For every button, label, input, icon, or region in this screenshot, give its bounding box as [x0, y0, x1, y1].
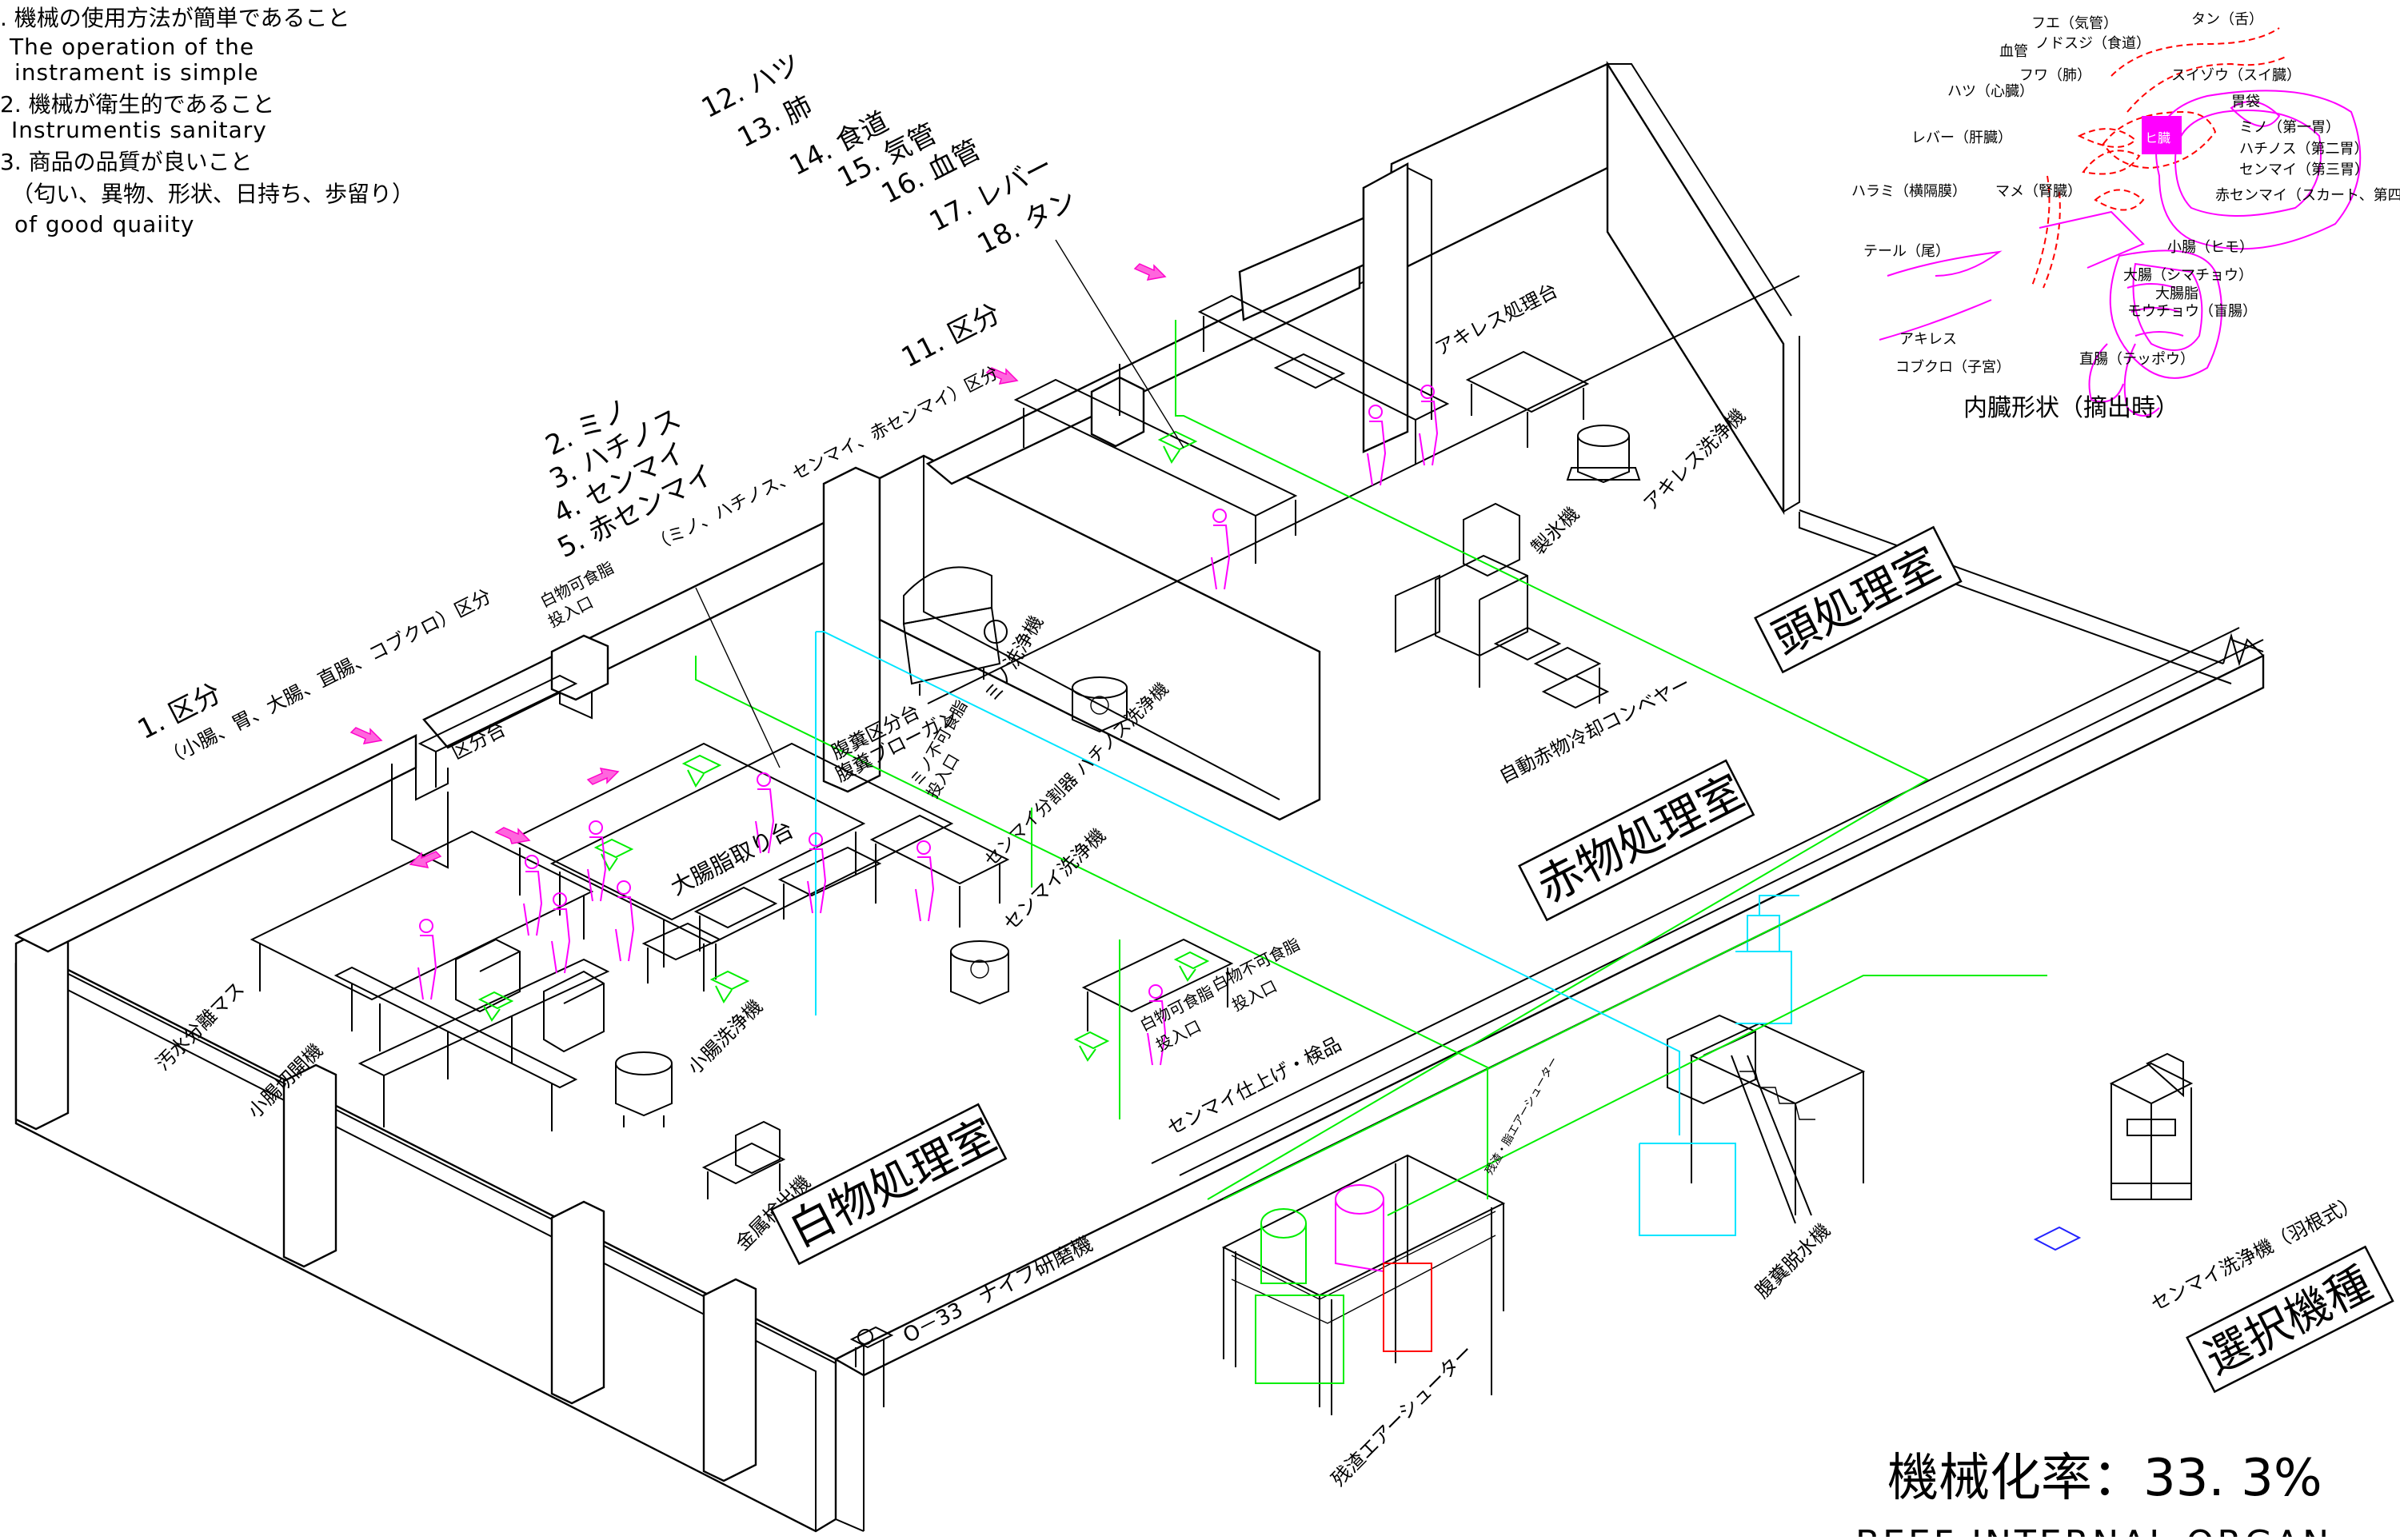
outer-walls: [14, 60, 2265, 1533]
organ-label-fuwa: フワ（肺）: [2019, 67, 2091, 84]
organ-labels: フエ（気管） ノドスジ（食道） タン（舌） 血管 フワ（肺） スイゾウ（スイ臓）…: [1851, 11, 2400, 376]
organ-magenta-shapes: [1879, 90, 2362, 417]
head-room-tables: [1013, 294, 1450, 564]
organ-label-nodosuji: ノドスジ（食道）: [2035, 35, 2150, 52]
metal-detector: [701, 1120, 786, 1199]
criteria-2-jp: 2. 機械が衛生的であること: [0, 91, 274, 118]
step-11-label: 11. 区分: [897, 297, 1006, 374]
organ-red-shapes: [2031, 27, 2288, 289]
dehydrator: [1639, 895, 1866, 1236]
label-shocho-washer: 小腸洗浄機: [683, 995, 767, 1079]
cooling-conveyor: [1479, 626, 1610, 709]
footer-cut-title: BEEF INTERNAL ORGAN: [1855, 1523, 2332, 1537]
organ-label-daichoshi: 大腸脂: [2155, 285, 2198, 302]
small-intestine-washer: [615, 1051, 673, 1127]
mino-washer: [902, 566, 1008, 696]
criteria-1-en1: The operation of the: [9, 34, 254, 60]
achilles-table: [1465, 350, 1590, 448]
achilles-washer: [1566, 425, 1641, 484]
criteria-1-jp: . 機械の使用方法が簡単であること: [0, 5, 350, 31]
criteria-3-jp2: （匂い、異物、形状、日持ち、歩留り）: [11, 181, 414, 207]
ice-maker: [1395, 502, 1528, 657]
label-zansa-small: 残渣・脂エアーシューター: [1484, 1055, 1561, 1177]
pipes: [695, 320, 2047, 1216]
small-intestine-cutter: [455, 938, 605, 1053]
criteria-3-en1: of good quaiity: [14, 211, 194, 237]
white-room-equipment: [250, 275, 1800, 1131]
organ-label-mino: ミノ（第一胃）: [2239, 119, 2340, 136]
organ-label-tan: タン（舌）: [2191, 11, 2263, 28]
hachinosu-washer: [1072, 676, 1128, 733]
organ-label-hizo: ヒ臓: [2145, 130, 2170, 146]
organ-diagram: フエ（気管） ノドスジ（食道） タン（舌） 血管 フワ（肺） スイゾウ（スイ臓）…: [1851, 11, 2400, 422]
organ-label-suizo: スイゾウ（スイ臓）: [2171, 67, 2301, 84]
organ-label-mame: マメ（腎臓）: [1995, 183, 2082, 200]
machines: [455, 294, 2194, 1415]
organ-label-chokucho: 直腸（テッポウ）: [2079, 351, 2194, 368]
label-knife: O－33 ナイフ研磨機: [900, 1232, 1097, 1348]
residue-air-shooter: [1221, 1154, 1506, 1415]
criteria-3-jp: 3. 商品の品質が良いこと: [0, 149, 253, 175]
criteria-block: . 機械の使用方法が簡単であること The operation of the i…: [0, 5, 414, 237]
criteria-2-en1: Instrumentis sanitary: [11, 117, 267, 143]
mechanization-rate: 機械化率：33. 3%: [1887, 1449, 2322, 1508]
room-red: 赤物処理室: [1518, 759, 1755, 922]
organ-label-reba: レバー（肝臓）: [1911, 130, 2012, 146]
senmai-washer: [950, 940, 1009, 1005]
label-fukufun-dassui: 腹糞脱水機: [1751, 1219, 1835, 1303]
criteria-1-en2: instrament is simple: [14, 59, 259, 86]
workers: [417, 385, 1439, 1066]
room-white-label: 白物処理室: [781, 1109, 1004, 1257]
label-achilles-washer: アキレス洗浄機: [1639, 405, 1750, 516]
organ-label-akasenmai: 赤センマイ（スカート、第四: [2215, 187, 2400, 204]
room-red-label: 赤物処理室: [1529, 765, 1752, 913]
label-daicho-toridai: 大腸脂取り台: [666, 816, 798, 901]
label-ice: 製氷機: [1527, 503, 1583, 560]
organ-label-shocho: 小腸（ヒモ）: [2167, 239, 2254, 256]
hoppers: [477, 430, 1210, 1062]
organ-label-kekkan: 血管: [1999, 43, 2028, 60]
senmai-washer-blade: [2033, 1052, 2194, 1251]
organ-label-kobukuro: コブクロ（子宮）: [1895, 358, 2011, 376]
label-zansa: 残渣エアーシューター: [1327, 1340, 1477, 1490]
footer: 機械化率：33. 3% BEEF INTERNAL ORGAN: [1855, 1449, 2332, 1540]
flow-arrows: [349, 263, 1167, 868]
organ-label-ibukuro: 胃袋: [2231, 94, 2260, 110]
organ-diagram-title: 内臓形状（摘出時）: [1963, 394, 2179, 422]
organ-label-hatsu: ハツ（心臓）: [1947, 83, 2034, 100]
organ-label-daicho: 大腸（シマチョウ）: [2123, 267, 2253, 284]
organ-label-teru: テール（尾）: [1863, 243, 1950, 260]
organ-label-harami: ハラミ（横隔膜）: [1851, 183, 1967, 200]
knife-grinder: [849, 1326, 894, 1407]
label-conveyor: 自動赤物冷却コンベヤー: [1496, 672, 1694, 788]
label-achilles-dai: アキレス処理台: [1432, 279, 1561, 360]
organ-label-senmai: センマイ（第三胃）: [2239, 162, 2369, 178]
organ-label-hachinosu: ハチノス（第二胃）: [2239, 141, 2368, 158]
organ-label-fue: フエ（気管）: [2031, 15, 2118, 32]
organ-label-achilles: アキレス: [1899, 331, 1957, 348]
organ-label-mocho: モウチョウ（盲腸）: [2127, 303, 2257, 320]
